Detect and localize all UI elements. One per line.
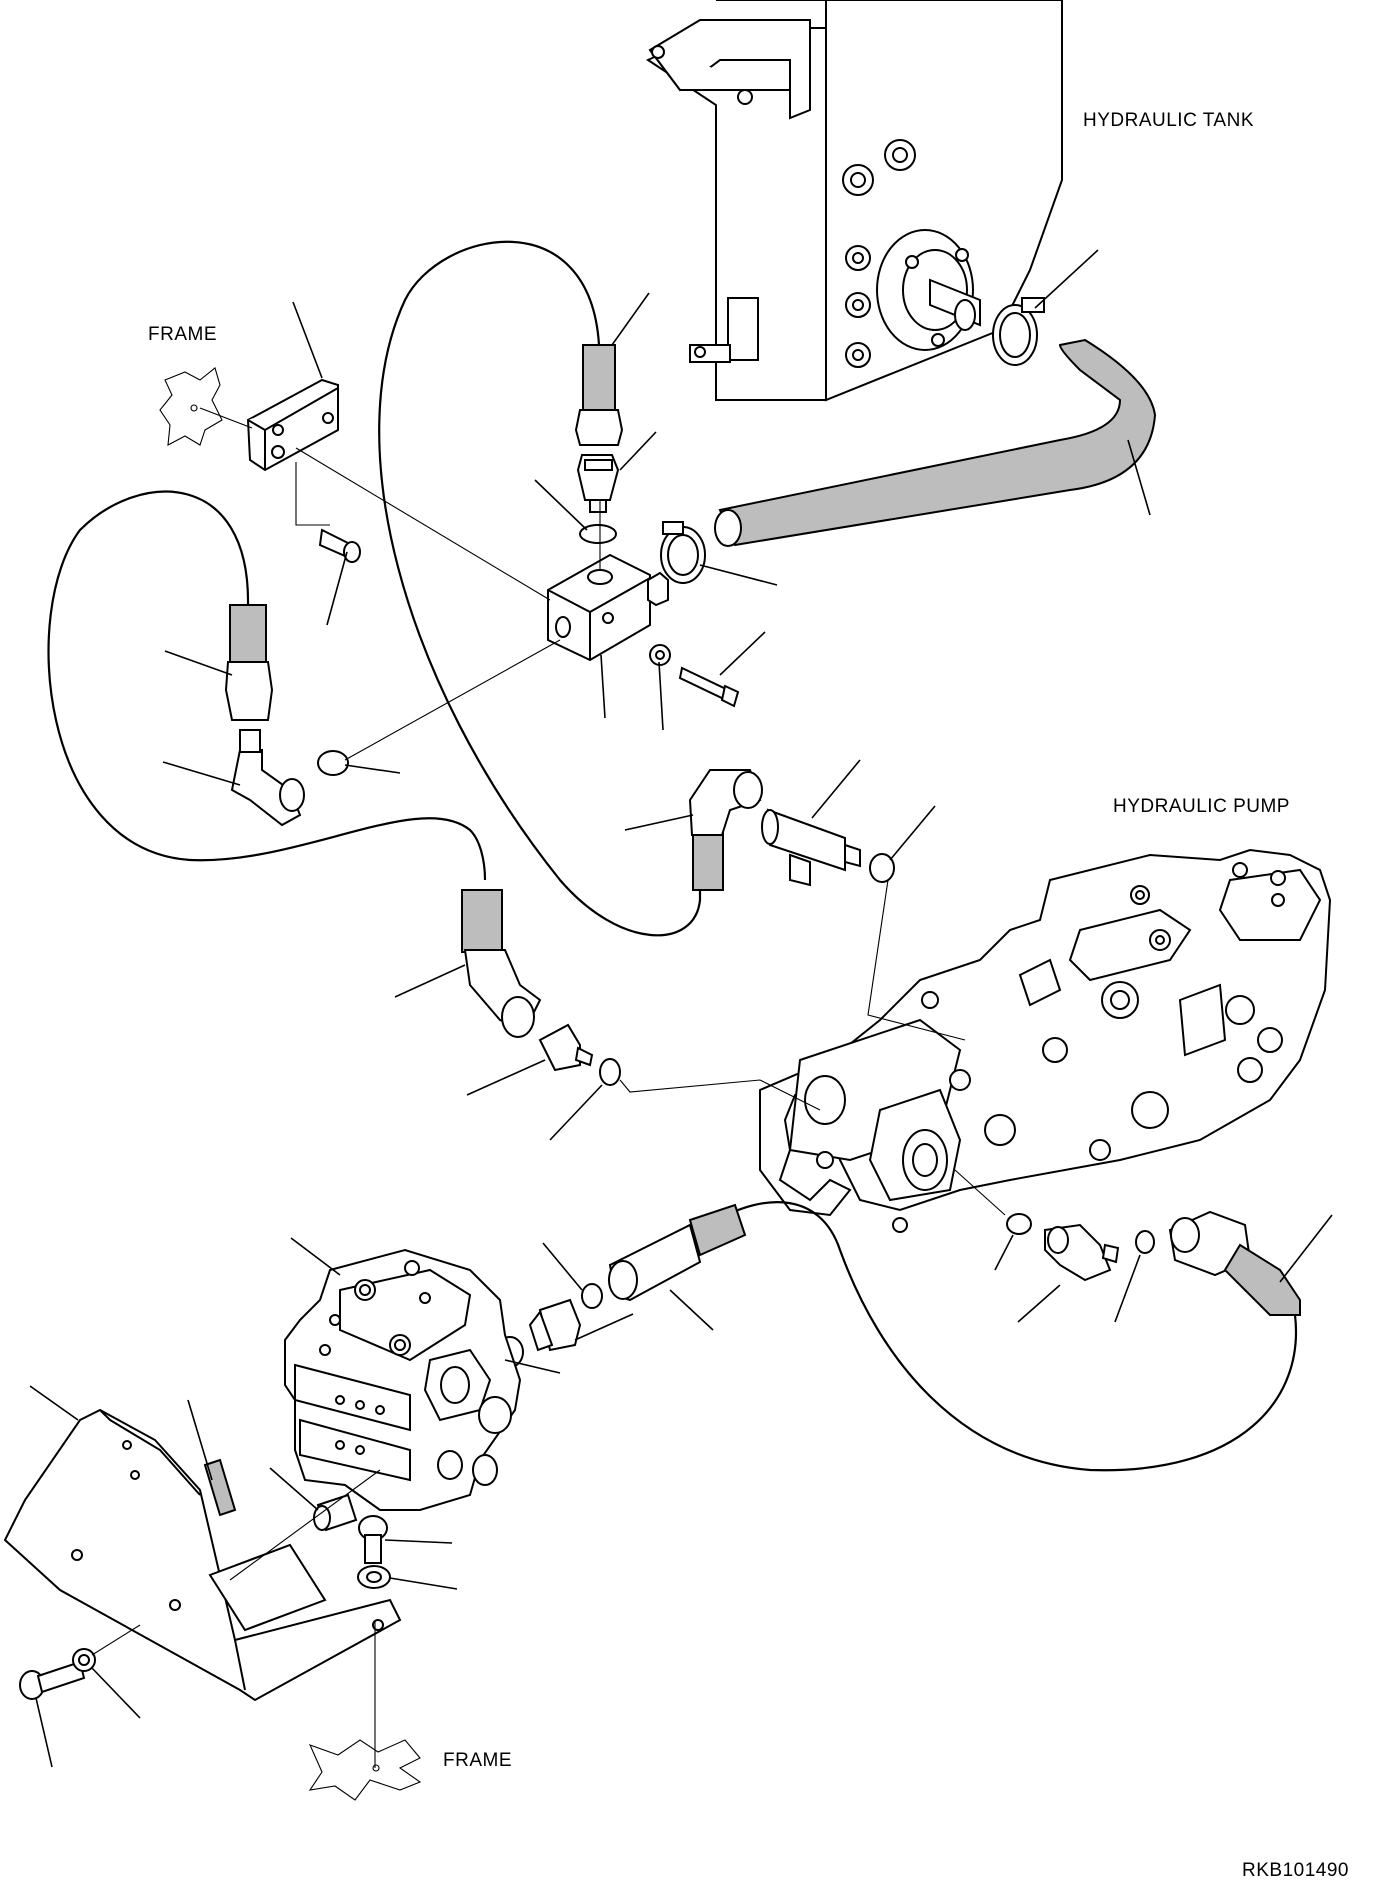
control-valve [284,1248,522,1511]
o-ring-tee [869,853,895,883]
hydraulic-tank [645,0,1063,402]
elbow-fitting-left [230,729,305,827]
spacer-collar [313,1493,358,1532]
hose-fitting-top [576,454,620,513]
elbow-hose-center [688,769,763,891]
tee-fitting [761,808,861,887]
o-ring-elbow [1135,1230,1155,1254]
hose-end-left [224,604,274,721]
o-ring-manifold-top [579,524,617,544]
pressure-hose-loop [699,1201,1298,1472]
o-ring-left [317,750,349,776]
suction-hose [714,338,1157,547]
adapter-bottom [528,1298,582,1352]
bolt-valve-mount [358,1515,388,1564]
bolt-manifold [678,666,740,708]
hose-end-middle [461,889,542,1038]
o-ring-pump-outlet [1006,1213,1032,1235]
label-frame-top: FRAME [148,324,217,345]
o-ring-middle [599,1058,621,1086]
hose-end-top [574,344,624,446]
label-frame-bottom: FRAME [443,1750,512,1771]
washer-valve-mount [357,1565,391,1589]
hose-end-bottom [608,1203,747,1302]
label-hydraulic-tank: HYDRAULIC TANK [1083,110,1254,131]
washer-bracket-mount [72,1648,96,1672]
bolt-bracket [318,528,361,563]
pilot-hose-long [378,240,702,937]
center-lines [91,407,1006,1768]
adapter-middle [538,1023,594,1072]
hydraulic-pump [759,848,1332,1233]
suction-hose-clamp [992,297,1045,366]
mounting-shim [203,1458,237,1517]
washer-manifold [649,644,671,666]
clamp-manifold [660,521,706,584]
mounting-bracket [3,1408,402,1702]
label-hydraulic-pump: HYDRAULIC PUMP [1113,796,1290,817]
bracket-plate [246,378,339,472]
pilot-hose-left-loop [47,490,487,881]
o-ring-bottom-1 [581,1283,603,1309]
bolt-bracket-mount [19,1660,86,1700]
frame-symbol-top [159,367,223,446]
manifold-block [547,553,669,662]
hose-end-right [1168,1210,1301,1316]
drawing-number: RKB101490 [1242,1860,1349,1881]
elbow-adapter-pump [1044,1223,1120,1282]
frame-symbol-bottom [308,1739,422,1801]
leader-lines [29,249,1333,1768]
